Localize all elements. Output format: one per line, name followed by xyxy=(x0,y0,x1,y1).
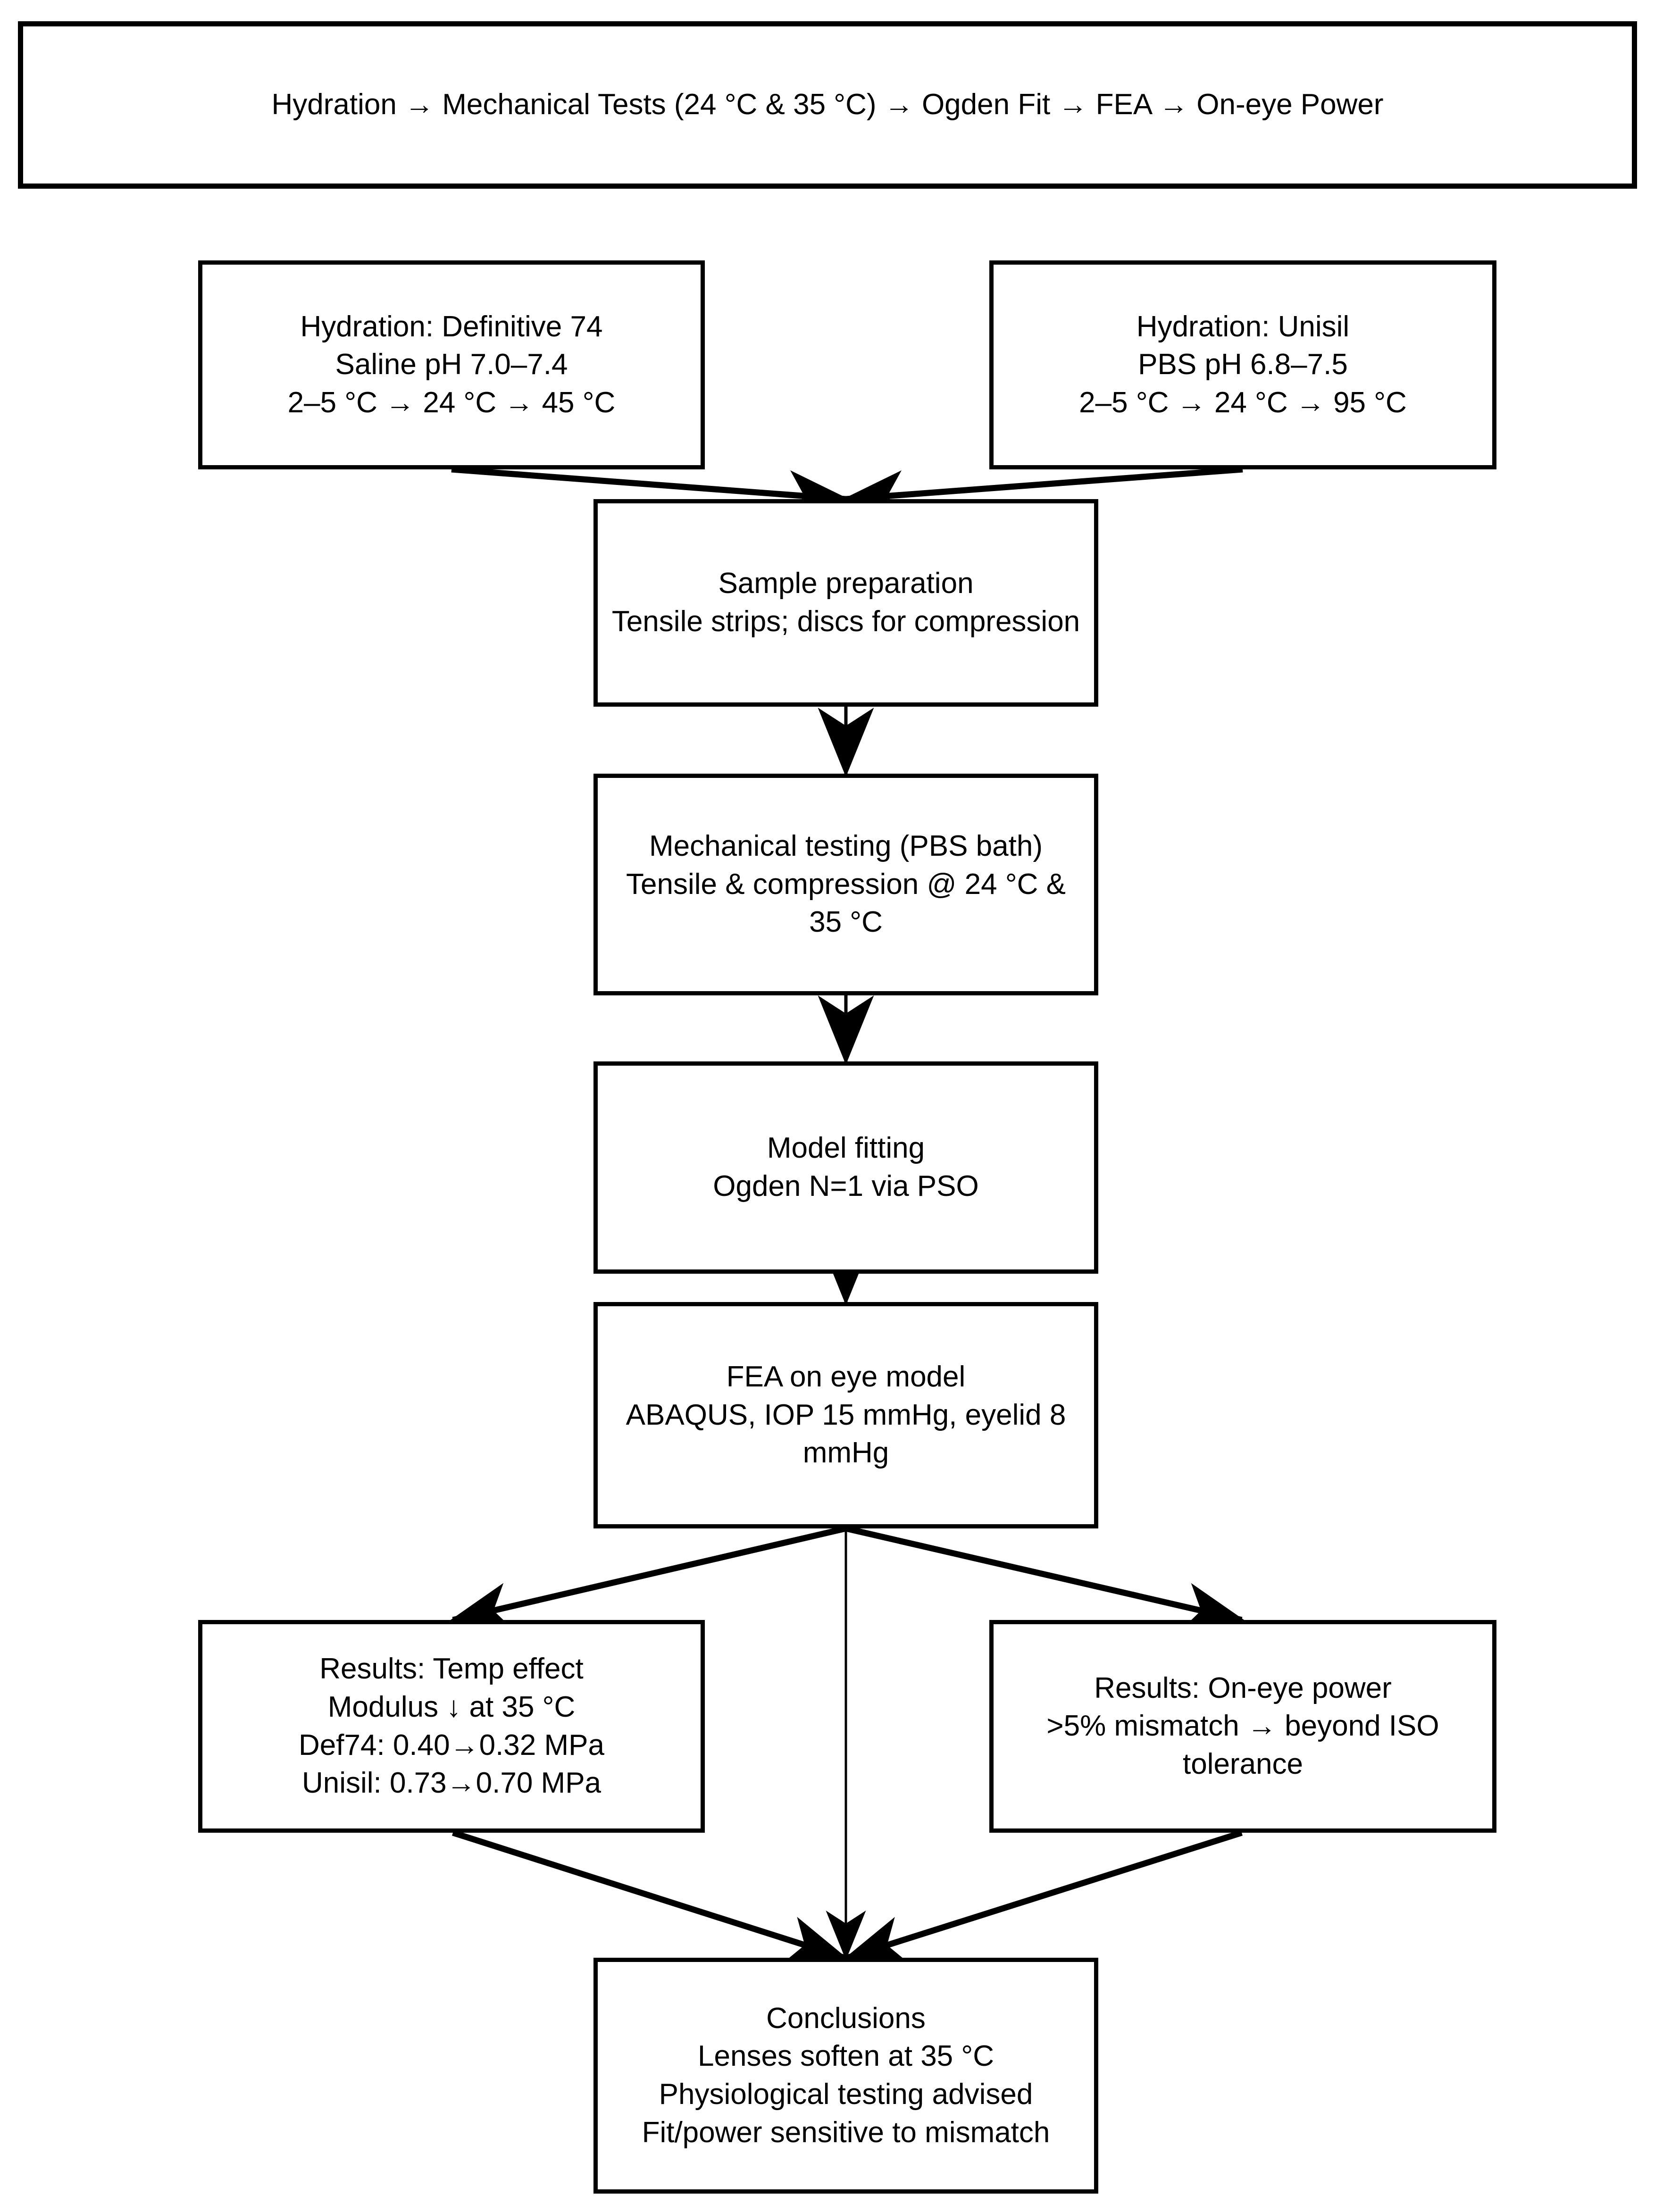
node-results-on-eye-power: Results: On-eye power>5% mismatch → beyo… xyxy=(989,1620,1496,1833)
node-mechanical-testing-text: Mechanical testing (PBS bath)Tensile & c… xyxy=(626,830,1066,939)
edge-results-on-eye-power-to-conclusions xyxy=(844,1829,1243,1964)
edge-fea-to-results-on-eye-power xyxy=(845,1525,1245,1631)
edge-results-temp-effect-to-conclusions xyxy=(452,1829,848,1964)
node-mechanical-testing: Mechanical testing (PBS bath)Tensile & c… xyxy=(593,774,1098,995)
edge-fea-to-results-temp-effect xyxy=(449,1525,847,1631)
edge-hydration-unisil-to-sample-prep xyxy=(842,466,1243,519)
pipeline-banner: Hydration → Mechanical Tests (24 °C & 35… xyxy=(18,21,1637,189)
edge-hydration-def74-to-sample-prep xyxy=(451,466,850,519)
pipeline-banner-text: Hydration → Mechanical Tests (24 °C & 35… xyxy=(271,88,1384,121)
node-results-on-eye-power-text: Results: On-eye power>5% mismatch → beyo… xyxy=(1046,1671,1439,1780)
